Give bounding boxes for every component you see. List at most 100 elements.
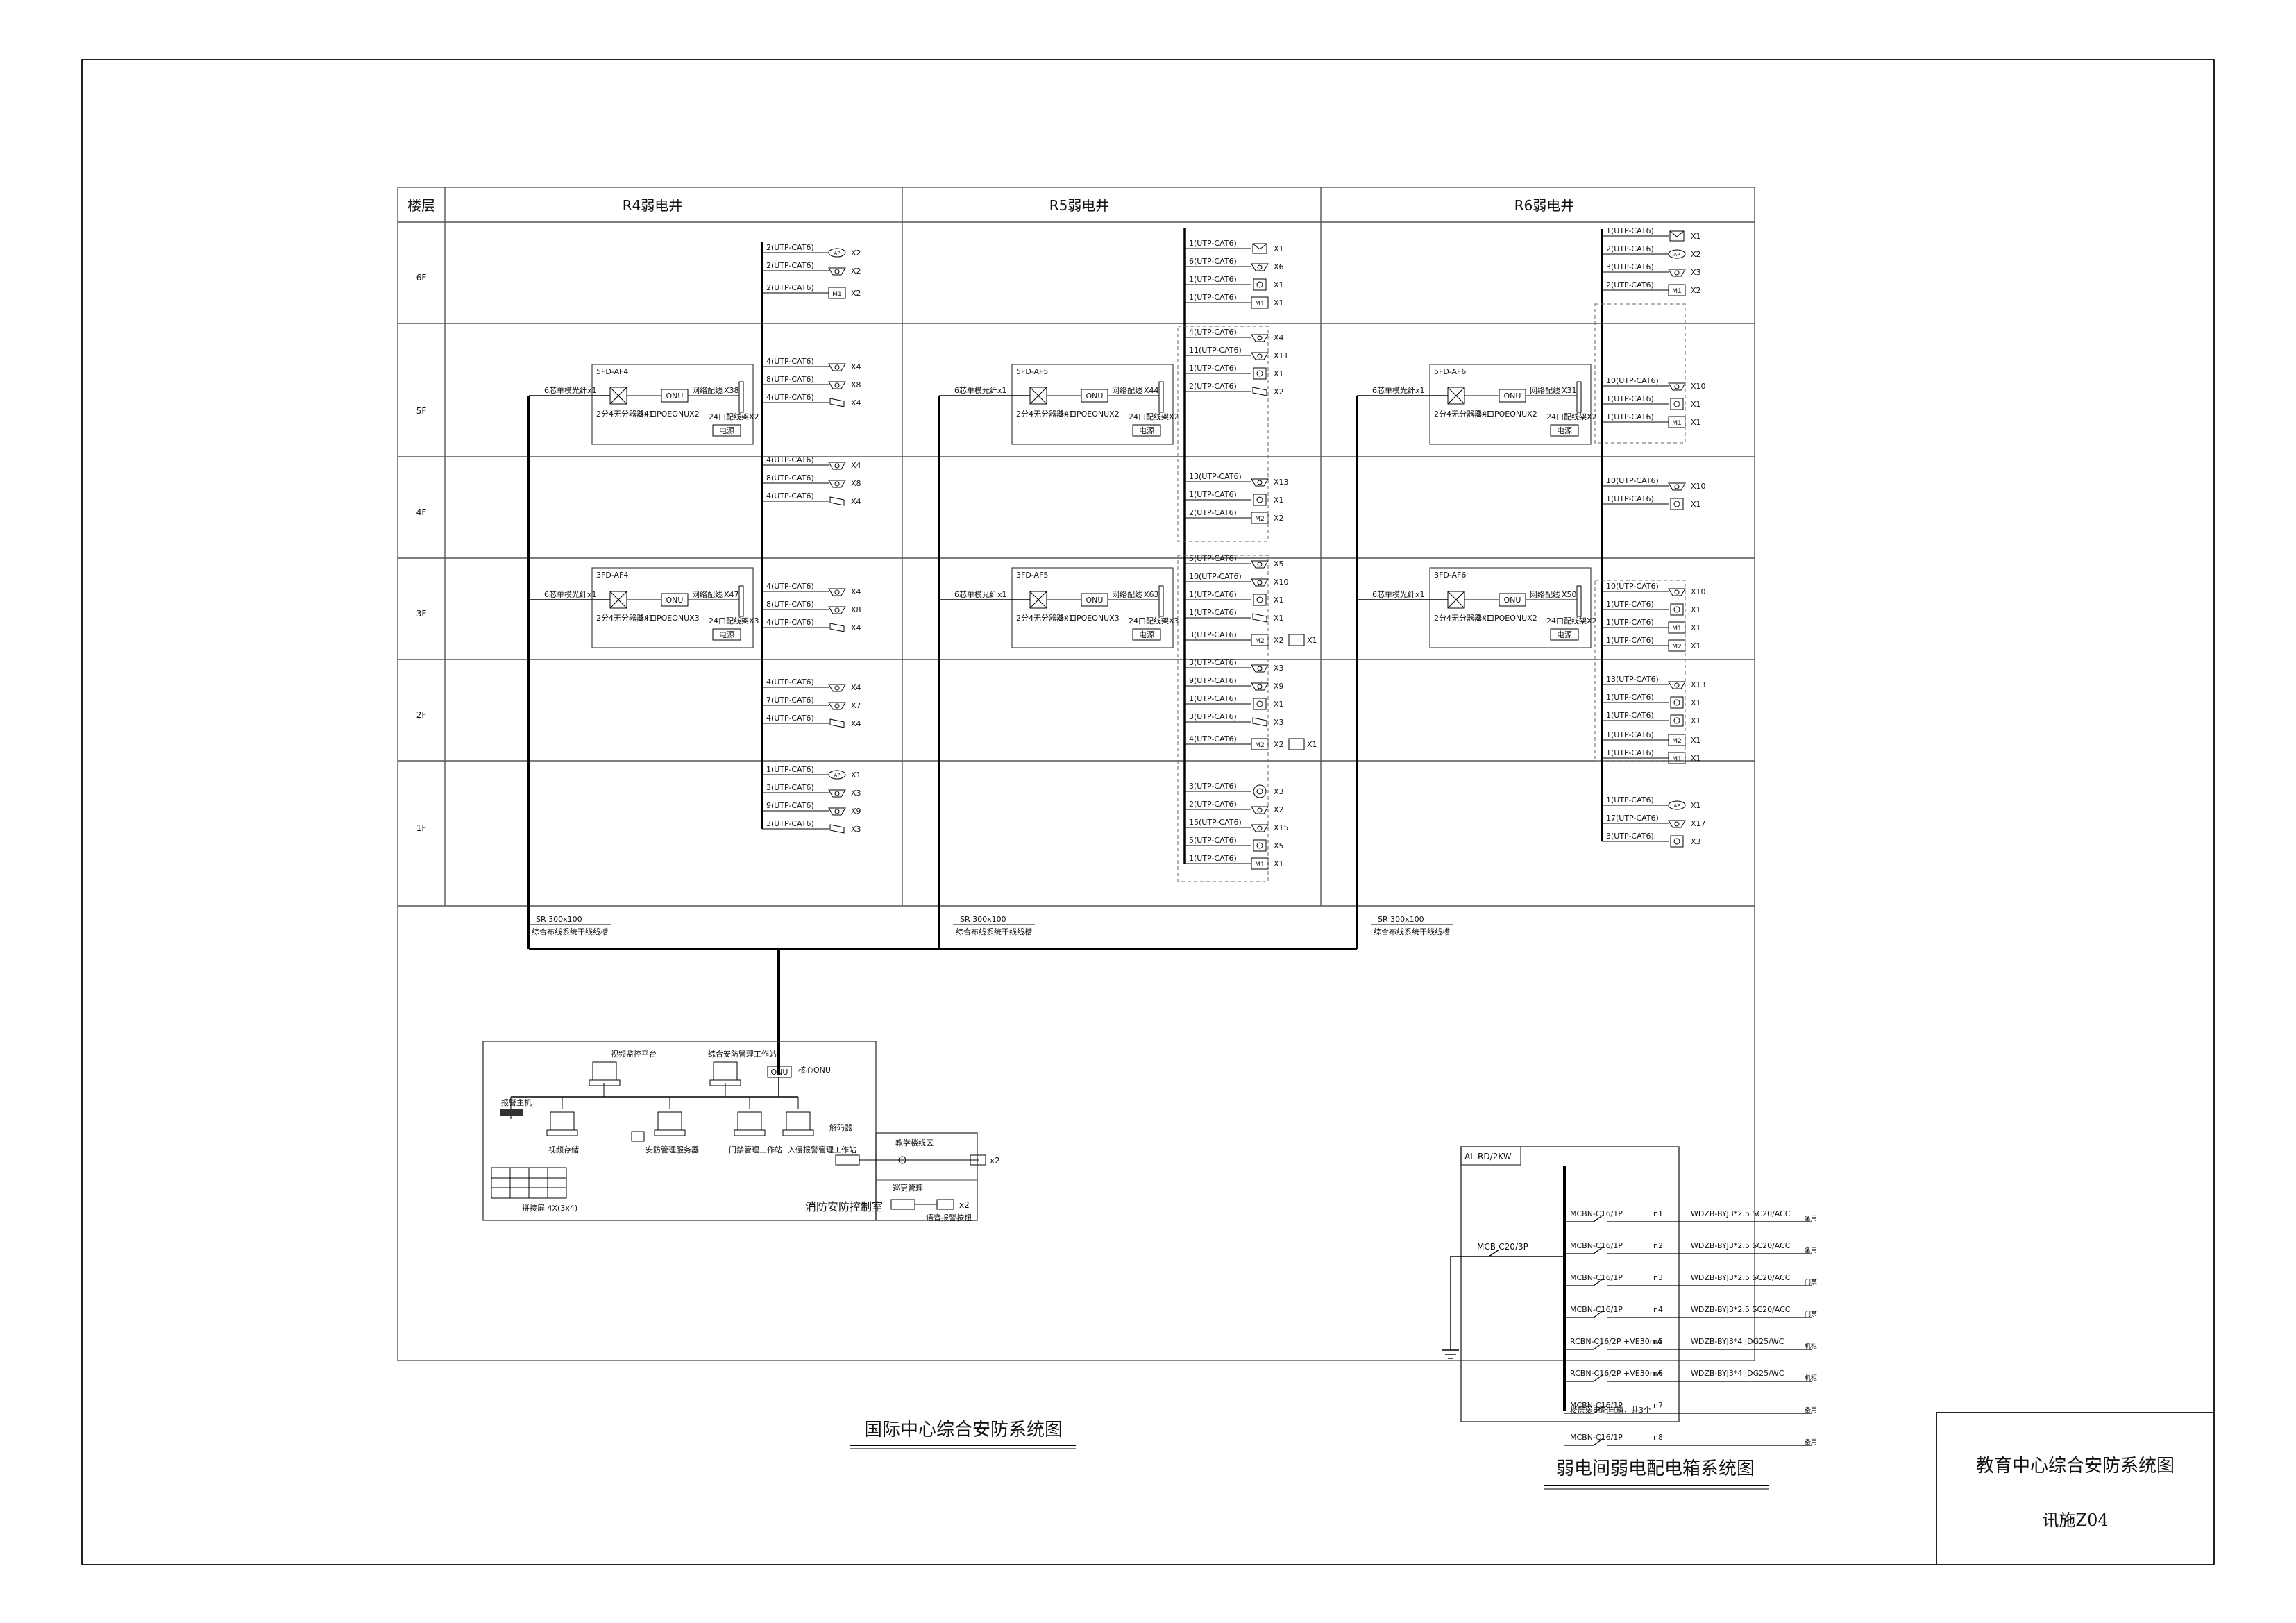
dome-camera-icon xyxy=(1251,578,1269,587)
cable-label: 1(UTP-CAT6) xyxy=(1189,854,1237,863)
dome-camera-icon xyxy=(828,588,846,596)
cable-label: 1(UTP-CAT6) xyxy=(1606,748,1654,757)
extra-count: X1 xyxy=(1307,636,1317,645)
riser-box-r5-lower xyxy=(1177,555,1269,882)
floor-label-6f: 6F xyxy=(416,273,427,283)
device-count: X17 xyxy=(1691,819,1706,828)
switch-label: 网络配线 xyxy=(692,589,723,599)
tray-label-r6: SR 300x100 xyxy=(1378,915,1424,924)
circuit-id: n2 xyxy=(1653,1241,1663,1250)
switch-port: X47 xyxy=(724,590,739,599)
branch-row: 3(UTP-CAT6)X3 xyxy=(762,819,861,834)
cable-label: 1(UTP-CAT6) xyxy=(1189,275,1237,284)
workstation-4 xyxy=(654,1111,686,1136)
cable-label: 1(UTP-CAT6) xyxy=(1606,394,1654,403)
branch-row: 6(UTP-CAT6)X6 xyxy=(1185,257,1284,271)
dome-camera-icon xyxy=(1251,824,1269,832)
cable-label: 9(UTP-CAT6) xyxy=(1189,676,1237,685)
access-box-icon xyxy=(1670,835,1684,848)
branch-row: 3(UTP-CAT6)X3 xyxy=(1602,262,1701,277)
device-count: X2 xyxy=(851,249,861,258)
branch-row: 9(UTP-CAT6)X9 xyxy=(1185,676,1284,691)
access-box-icon xyxy=(1670,714,1684,727)
floor-column-header: 楼层 xyxy=(407,197,435,214)
control-onu-label: ONU xyxy=(771,1068,788,1077)
patch-label: 24口配线架X2 xyxy=(1129,412,1179,421)
cable-label: 5(UTP-CAT6) xyxy=(1189,836,1237,845)
branch-row: 5(UTP-CAT6)X5 xyxy=(1185,554,1284,569)
breaker-label: MCBN-C16/1P xyxy=(1570,1401,1623,1410)
floor-label-2f: 2F xyxy=(416,710,427,720)
access-box-icon xyxy=(1253,494,1267,506)
tray-label-r4: SR 300x100 xyxy=(536,915,582,924)
riser-box-r6-upper xyxy=(1594,303,1686,444)
splitter-label: 2分4无分器器x1 xyxy=(596,614,654,623)
svg-text:M2: M2 xyxy=(1672,738,1682,745)
device-count: X3 xyxy=(851,789,861,798)
branch-row: 11(UTP-CAT6)X11 xyxy=(1185,346,1289,360)
cable-label: 17(UTP-CAT6) xyxy=(1606,814,1659,823)
teaching-switch xyxy=(835,1154,860,1166)
shaft-header-r6: R6弱电井 xyxy=(1514,197,1575,214)
panel-name: AL-RD/2KW xyxy=(1464,1152,1512,1161)
workstation-6 xyxy=(782,1111,814,1136)
power-label: 电源 xyxy=(1557,630,1572,639)
device-count: X2 xyxy=(851,289,861,298)
circuit-id: n5 xyxy=(1653,1337,1663,1346)
device-count: X13 xyxy=(1691,680,1706,689)
title-block-number: 讯施Z04 xyxy=(2042,1511,2108,1530)
branch-row: 2(UTP-CAT6)X2 xyxy=(1185,800,1284,814)
access-box-icon xyxy=(1253,698,1267,710)
cable-label: 2(UTP-CAT6) xyxy=(766,243,814,252)
riser-box-r5-upper xyxy=(1177,326,1269,542)
cable-label: 4(UTP-CAT6) xyxy=(766,393,814,402)
dist-box-name: 5FD-AF4 xyxy=(596,367,628,376)
branch-row: 7(UTP-CAT6)X7 xyxy=(762,696,861,710)
m2-box-icon: M2 xyxy=(1668,639,1686,652)
breaker-label: MCBN-C16/1P xyxy=(1570,1305,1623,1314)
cable-label: 3(UTP-CAT6) xyxy=(766,819,814,828)
access-box-icon xyxy=(1670,696,1684,709)
circuit-use: 机柜 xyxy=(1805,1342,1817,1350)
device-count: X4 xyxy=(851,683,861,692)
fiber-label: 6芯单模光纤x1 xyxy=(954,385,1007,395)
cable-label: 2(UTP-CAT6) xyxy=(1606,280,1654,289)
device-count: X10 xyxy=(1691,482,1706,491)
device-count: X7 xyxy=(851,701,861,710)
circuit-use: 备用 xyxy=(1805,1246,1817,1254)
device-count: X4 xyxy=(851,497,861,506)
cable-label: 1(UTP-CAT6) xyxy=(1606,226,1654,235)
svg-text:M1: M1 xyxy=(1672,420,1682,427)
cable-label: 4(UTP-CAT6) xyxy=(766,618,814,627)
cable-label: 1(UTP-CAT6) xyxy=(1189,694,1237,703)
cable-label: 3(UTP-CAT6) xyxy=(766,783,814,792)
cable-label: 5(UTP-CAT6) xyxy=(1189,554,1237,563)
cable-label: 15(UTP-CAT6) xyxy=(1189,818,1242,827)
power-label: 电源 xyxy=(1139,630,1154,639)
device-count: X8 xyxy=(851,479,861,488)
branch-row: 2(UTP-CAT6)X2 xyxy=(762,261,861,276)
cable-label: 4(UTP-CAT6) xyxy=(766,491,814,501)
device-count: X1 xyxy=(1274,859,1284,868)
cable-label: 1(UTP-CAT6) xyxy=(1189,239,1237,248)
device-count: X2 xyxy=(851,267,861,276)
branch-row: 10(UTP-CAT6)X10 xyxy=(1602,582,1706,596)
dome-camera-icon xyxy=(828,789,846,798)
branch-row: 4(UTP-CAT6)X4 xyxy=(1185,328,1284,342)
dome-camera-icon xyxy=(1251,478,1269,487)
branch-row: 10(UTP-CAT6)X10 xyxy=(1185,572,1289,587)
bullet-camera-icon xyxy=(1252,717,1267,727)
branch-row: 17(UTP-CAT6) X17 xyxy=(1602,814,1706,828)
cable-label: 8(UTP-CAT6) xyxy=(766,600,814,609)
cable-label: 2(UTP-CAT6) xyxy=(1189,382,1237,391)
